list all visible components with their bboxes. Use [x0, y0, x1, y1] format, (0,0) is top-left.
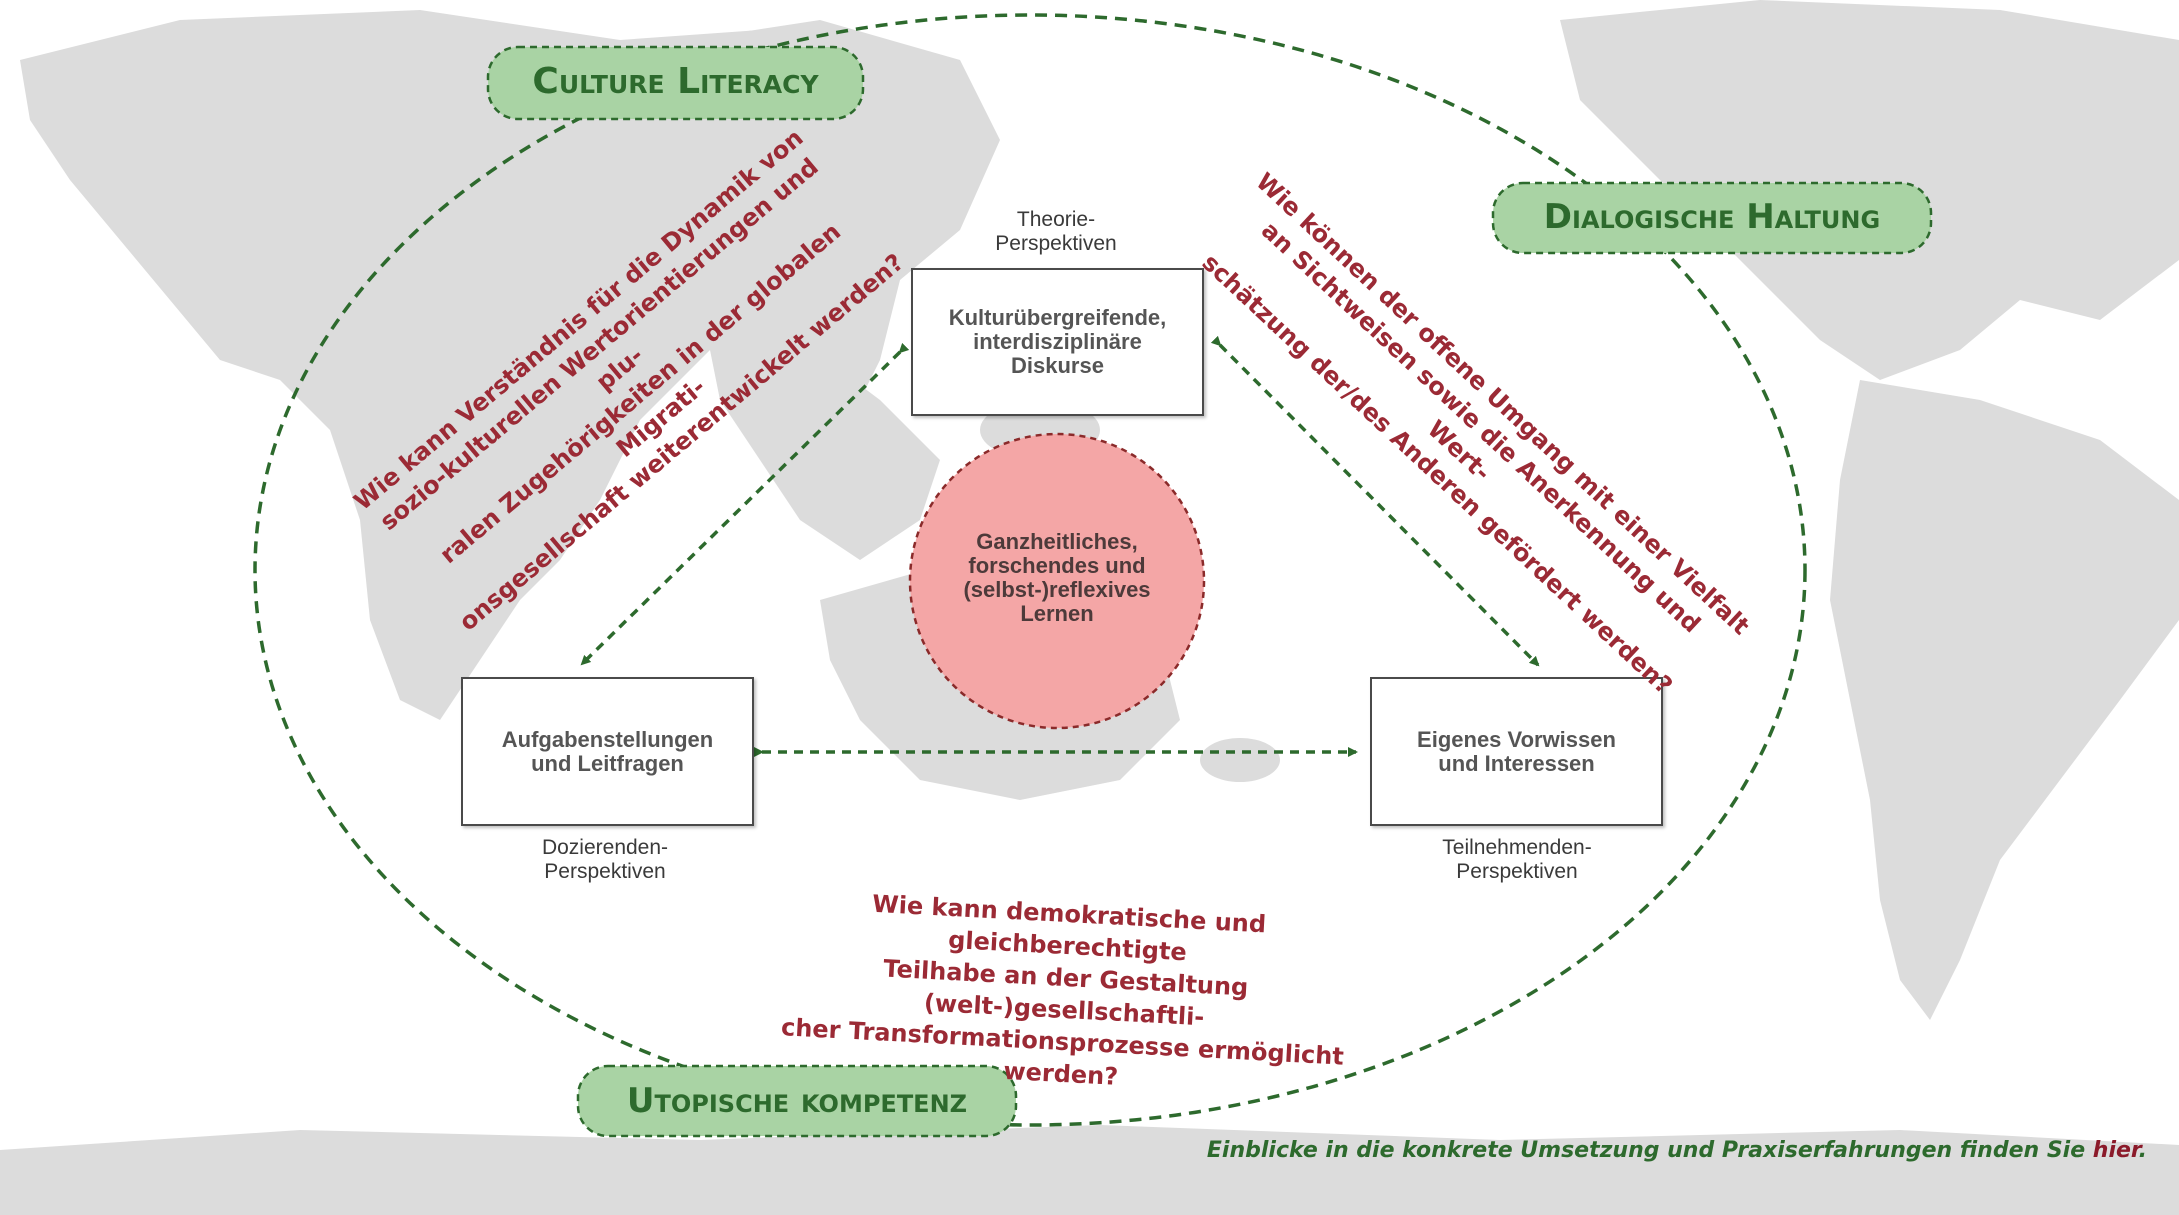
participants-caption: Teilnehmenden- Perspektiven	[1442, 836, 1592, 883]
pill-dialogische-haltung	[1491, 181, 1933, 255]
pill-utopische-kompetenz	[576, 1064, 1018, 1138]
footer-period: .	[2138, 1138, 2147, 1163]
footer-link-hier[interactable]: hier	[2092, 1138, 2139, 1163]
outer-ellipse	[253, 13, 1807, 1127]
footer-text: Einblicke in die konkrete Umsetzung und …	[1206, 1138, 2093, 1163]
pill-culture-literacy	[486, 45, 865, 121]
center-circle	[908, 432, 1206, 730]
theory-box: Kulturübergreifende, interdisziplinäre D…	[911, 268, 1204, 416]
center-label: Ganzheitliches, forschendes und (selbst-…	[963, 529, 1151, 626]
participants-box: Eigenes Vorwissen und Interessen	[1370, 677, 1663, 826]
arrow-theory-participants	[1210, 335, 1540, 667]
tasks-box: Aufgabenstellungen und Leitfragen	[461, 677, 754, 826]
lecturers-caption: Dozierenden- Perspektiven	[541, 836, 669, 883]
culture-literacy-label: Culture Literacy	[532, 61, 819, 102]
utopische-kompetenz-label: Utopische kompetenz	[626, 1081, 968, 1121]
question-bottom: Wie kann demokratische und gleichberecht…	[780, 889, 1345, 1091]
arrow-theory-tasks	[580, 342, 910, 666]
footer-note: Einblicke in die konkrete Umsetzung und …	[1207, 1138, 2147, 1163]
dialogische-haltung-label: Dialogische Haltung	[1543, 197, 1881, 237]
theory-caption: Theorie- Perspektiven	[995, 208, 1117, 255]
